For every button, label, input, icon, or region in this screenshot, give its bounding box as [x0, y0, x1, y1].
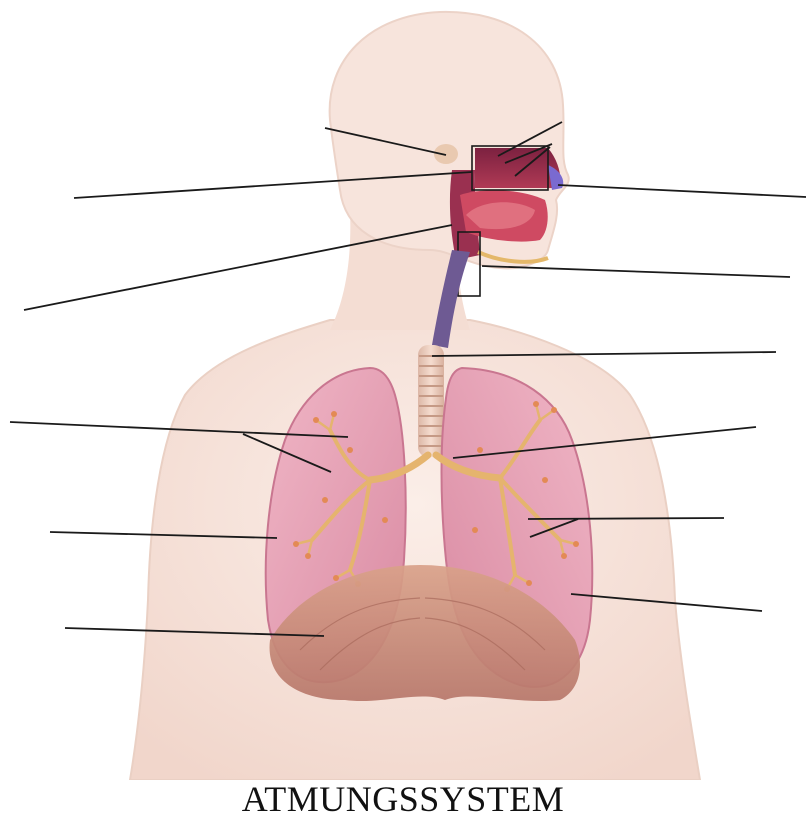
- leader-line-8: [482, 266, 790, 277]
- torso: [130, 320, 700, 780]
- leader-line-6: [558, 185, 806, 197]
- leader-line-14: [528, 518, 724, 519]
- respiratory-diagram: [0, 0, 806, 780]
- trachea: [418, 345, 444, 457]
- diagram-title: ATMUNGSSYSTEM: [0, 778, 806, 820]
